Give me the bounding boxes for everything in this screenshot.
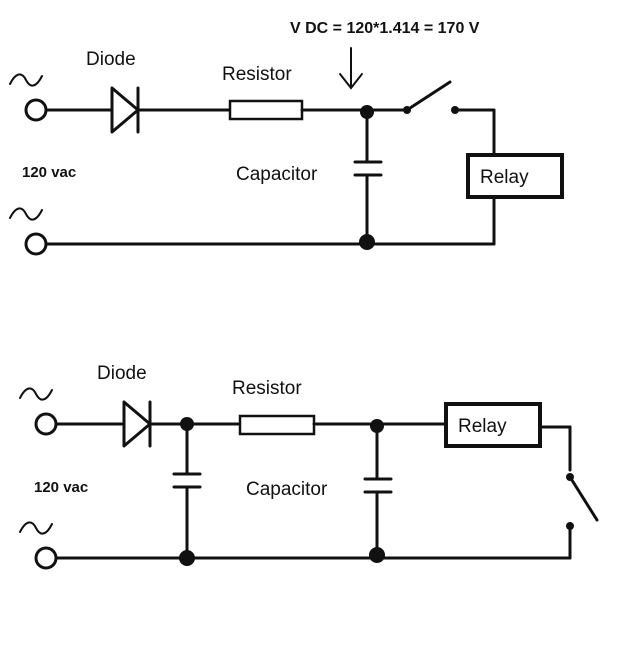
diode-label: Diode [86,49,136,70]
relay-label: Relay [458,416,507,437]
ac-terminal-bottom [24,232,48,256]
capacitor-symbol [172,472,202,489]
resistor-label: Resistor [232,378,302,399]
ac-sine-icon [19,521,53,535]
switch-arm [405,80,452,112]
circuit-1: V DC = 120*1.414 = 170 V Diode Resistor … [9,20,564,256]
capacitor-label: Capacitor [246,479,328,500]
circuit-2: Diode Resistor Capacitor Relay 120 vac [19,363,599,570]
source-voltage-label: 120 vac [22,164,76,181]
ac-sine-icon [9,207,43,221]
capacitor-label: Capacitor [236,164,318,185]
ac-sine-icon [9,73,43,87]
relay-box [444,402,542,448]
relay-box [466,153,564,199]
switch-arm [568,475,599,522]
relay-label: Relay [480,167,529,188]
junction-node [369,547,385,563]
junction-node [359,234,375,250]
ac-sine-icon [19,387,53,401]
ac-terminal-top [24,98,48,122]
diode-symbol [110,86,140,134]
junction-node [179,550,195,566]
diode-symbol [122,400,152,448]
ac-terminal-bottom [34,546,58,570]
resistor-label: Resistor [222,64,292,85]
resistor-symbol [228,99,304,121]
resistor-symbol [238,414,316,436]
capacitor-symbol [363,477,393,494]
capacitor-symbol [353,160,383,177]
formula-label: V DC = 120*1.414 = 170 V [290,20,480,37]
ac-terminal-top [34,412,58,436]
down-arrow-icon [339,47,363,90]
source-voltage-label: 120 vac [34,479,88,496]
diode-label: Diode [97,363,147,384]
